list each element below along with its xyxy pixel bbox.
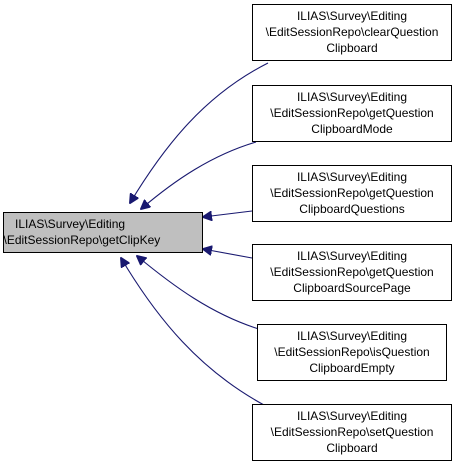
caller-node-line: ILIAS\Survey\Editing	[297, 170, 407, 184]
caller-node-line: ILIAS\Survey\Editing	[297, 9, 407, 23]
call-edge	[141, 141, 257, 209]
caller-node-get-question-clipboard-source-page[interactable]: ILIAS\Survey\Editing \EditSessionRepo\ge…	[252, 244, 452, 301]
focus-node[interactable]: ILIAS\Survey\Editing \EditSessionRepo\ge…	[3, 212, 203, 253]
caller-node-is-question-clipboard-empty[interactable]: ILIAS\Survey\Editing \EditSessionRepo\is…	[257, 324, 447, 381]
caller-node-line: ClipboardSourcePage	[293, 281, 411, 295]
caller-node-line: Clipboard	[326, 441, 377, 455]
caller-node-line: ClipboardQuestions	[299, 202, 404, 216]
caller-node-set-question-clipboard[interactable]: ILIAS\Survey\Editing \EditSessionRepo\se…	[252, 404, 452, 461]
caller-node-line: \EditSessionRepo\clearQuestion	[266, 25, 439, 39]
caller-node-line: Clipboard	[326, 41, 377, 55]
caller-node-line: \EditSessionRepo\isQuestion	[274, 345, 429, 359]
caller-node-line: \EditSessionRepo\getQuestion	[270, 186, 433, 200]
call-edge	[203, 249, 253, 259]
caller-node-line: \EditSessionRepo\getQuestion	[270, 106, 433, 120]
caller-node-clear-question-clipboard[interactable]: ILIAS\Survey\Editing \EditSessionRepo\cl…	[252, 4, 452, 61]
caller-node-line: ILIAS\Survey\Editing	[297, 329, 407, 343]
caller-node-line: ILIAS\Survey\Editing	[297, 409, 407, 423]
caller-node-line: ClipboardMode	[311, 122, 393, 136]
call-edge	[203, 210, 253, 217]
caller-node-line: ClipboardEmpty	[309, 361, 394, 375]
call-edge	[121, 258, 265, 406]
focus-node-line: ILIAS\Survey\Editing	[15, 217, 125, 231]
caller-node-get-question-clipboard-questions[interactable]: ILIAS\Survey\Editing \EditSessionRepo\ge…	[252, 165, 452, 222]
caller-node-get-question-clipboard-mode[interactable]: ILIAS\Survey\Editing \EditSessionRepo\ge…	[252, 85, 452, 142]
call-edge	[130, 62, 269, 203]
edge-group	[121, 62, 269, 406]
caller-node-line: ILIAS\Survey\Editing	[297, 249, 407, 263]
caller-node-line: ILIAS\Survey\Editing	[297, 90, 407, 104]
caller-node-line: \EditSessionRepo\setQuestion	[271, 425, 434, 439]
focus-node-line: \EditSessionRepo\getClipKey	[4, 233, 161, 247]
call-edge	[137, 256, 263, 331]
caller-node-line: \EditSessionRepo\getQuestion	[270, 265, 433, 279]
